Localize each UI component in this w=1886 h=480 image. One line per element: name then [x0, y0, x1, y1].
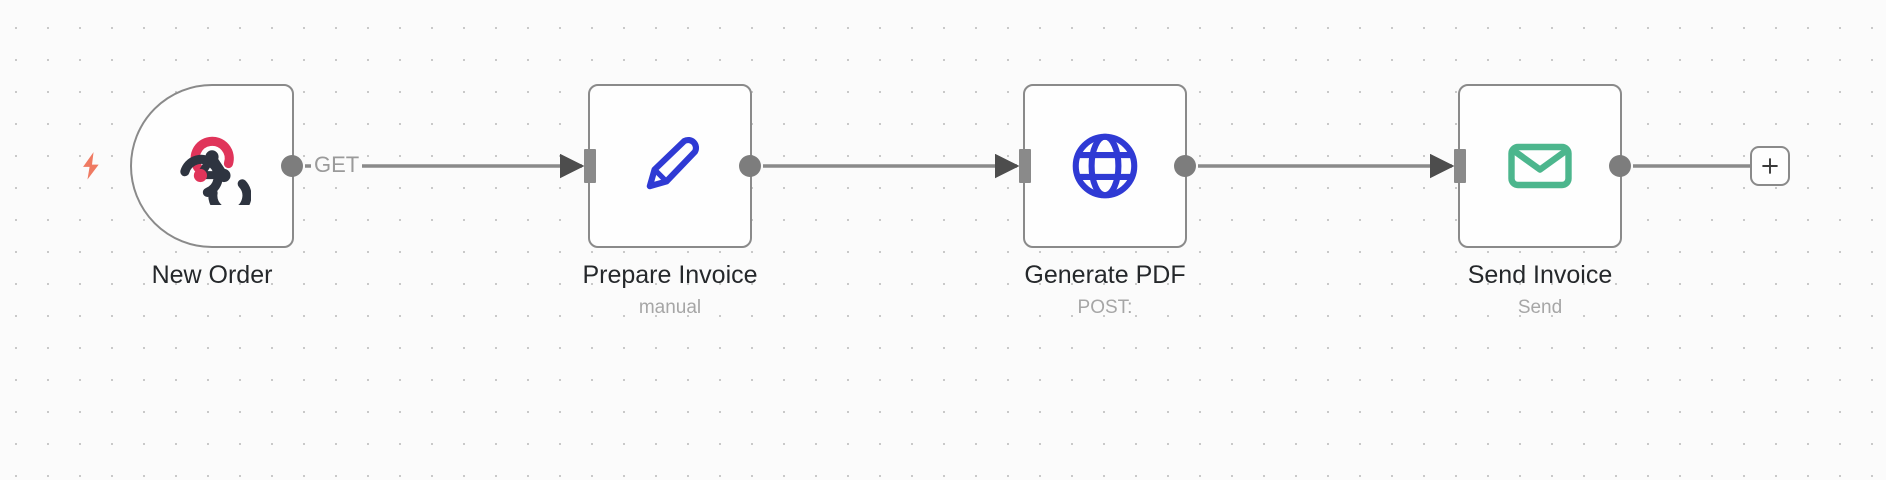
globe-icon	[1064, 125, 1146, 207]
node-prepare-invoice[interactable]: Prepare Invoice manual	[582, 84, 761, 318]
input-port-send-invoice[interactable]	[1454, 149, 1466, 183]
node-generate-pdf-box[interactable]	[1019, 84, 1196, 248]
node-new-order-box[interactable]	[130, 84, 303, 248]
node-title-new-order: New Order	[151, 261, 273, 289]
node-subtitle-generate-pdf: POST:	[1077, 297, 1133, 318]
node-send-invoice[interactable]: Send Invoice Send	[1454, 84, 1631, 318]
node-title-generate-pdf: Generate PDF	[1024, 261, 1186, 289]
connection-label-get: GET	[311, 152, 363, 178]
node-generate-pdf[interactable]: Generate PDF POST:	[1019, 84, 1196, 318]
output-port-send-invoice[interactable]	[1609, 155, 1631, 177]
output-port-new-order[interactable]	[281, 155, 303, 177]
node-prepare-invoice-box[interactable]	[584, 84, 761, 248]
input-port-prepare-invoice[interactable]	[584, 149, 596, 183]
node-title-prepare-invoice: Prepare Invoice	[582, 261, 758, 289]
input-port-generate-pdf[interactable]	[1019, 149, 1031, 183]
add-node-button[interactable]	[1750, 146, 1790, 186]
plus-icon	[1762, 158, 1778, 174]
pencil-edit-icon	[629, 125, 711, 207]
output-port-generate-pdf[interactable]	[1174, 155, 1196, 177]
node-title-send-invoice: Send Invoice	[1467, 261, 1613, 289]
webhook-icon	[171, 125, 253, 207]
lightning-bolt-icon	[74, 149, 108, 183]
node-subtitle-prepare-invoice: manual	[638, 297, 702, 318]
node-subtitle-send-invoice: Send	[1517, 297, 1563, 318]
output-port-prepare-invoice[interactable]	[739, 155, 761, 177]
node-new-order[interactable]: New Order	[130, 84, 303, 289]
node-send-invoice-box[interactable]	[1454, 84, 1631, 248]
envelope-icon	[1499, 125, 1581, 207]
